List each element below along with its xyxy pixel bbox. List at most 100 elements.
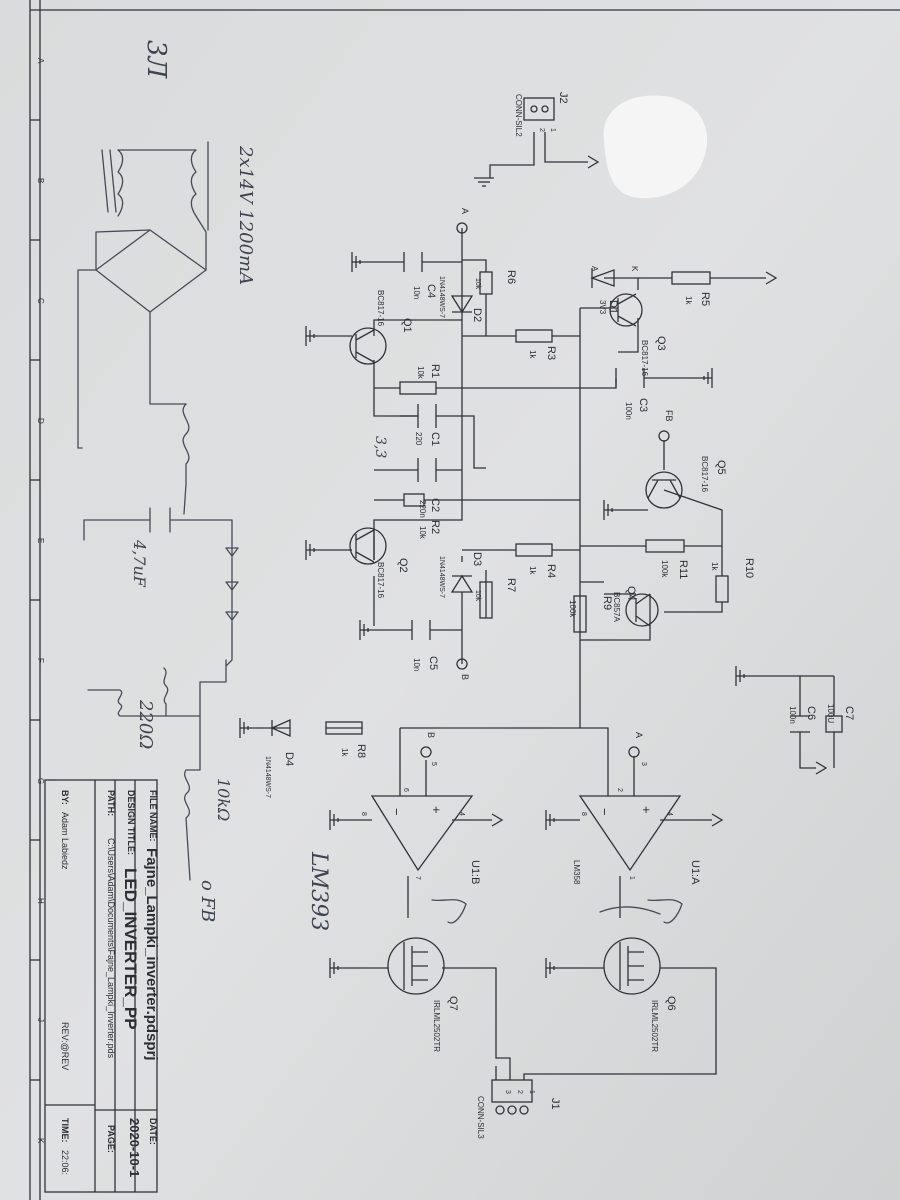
note-c1: 3,3 (372, 436, 388, 458)
svg-text:100k: 100k (660, 560, 669, 578)
resistor-r9: R9 100k (568, 595, 613, 633)
svg-text:R2: R2 (429, 520, 441, 534)
svg-text:R4: R4 (545, 564, 557, 578)
transistor-q1: Q1 BC817-16 (349, 290, 413, 365)
svg-text:R11: R11 (677, 560, 689, 579)
svg-text:7: 7 (414, 876, 421, 880)
zone-letter: A (36, 58, 45, 64)
capacitor-c4: C4 10n (403, 252, 437, 299)
svg-text:+: + (429, 806, 444, 814)
by-label: BY: (60, 790, 70, 805)
mosfet-q7: Q7 IRLML2502TR (387, 937, 459, 1052)
date-label: DATE: (148, 1118, 158, 1145)
file-name-label: FILE NAME: (148, 790, 158, 842)
resistor-r3: R3 1k (515, 329, 557, 360)
svg-text:J1: J1 (549, 1098, 561, 1110)
svg-text:6: 6 (402, 788, 409, 792)
resistor-r5: R5 1k (671, 271, 711, 306)
mosfet-q6: Q6 IRLML2502TR (603, 937, 677, 1052)
svg-text:D1: D1 (607, 300, 619, 314)
svg-text:A: A (590, 266, 599, 272)
svg-text:100k: 100k (568, 600, 577, 618)
transistor-q2: Q2 BC817-16 (349, 527, 409, 599)
svg-text:C1: C1 (429, 432, 441, 446)
zone-letter: B (36, 178, 45, 183)
svg-text:BC817-16: BC817-16 (640, 340, 649, 377)
svg-text:R3: R3 (545, 346, 557, 360)
svg-text:1k: 1k (340, 748, 349, 757)
svg-text:Q7: Q7 (447, 996, 459, 1011)
capacitor-c1: C1 220 (414, 404, 441, 482)
zone-letter: K (36, 1138, 45, 1144)
resistor-r11: R11 100k (645, 539, 689, 579)
svg-text:1k: 1k (528, 350, 537, 359)
note-10k: 10kΩ (214, 778, 233, 821)
resistor-r10: R10 1k (710, 558, 755, 603)
zone-letter: G (36, 778, 45, 784)
diode-d3: D3 1N4148WS-7 (438, 552, 483, 598)
svg-text:3: 3 (640, 762, 647, 766)
svg-text:A: A (460, 208, 470, 214)
svg-text:Q3: Q3 (655, 336, 667, 351)
author: Adam Labiedz (60, 812, 70, 870)
time-label: TIME: (60, 1118, 70, 1143)
svg-text:IRLML2502TR: IRLML2502TR (650, 1000, 659, 1052)
date-value: 2020-10-1 (127, 1118, 142, 1177)
capacitor-c6-c7: C7 100U C6 100n (788, 704, 855, 733)
svg-text:100n: 100n (788, 706, 797, 724)
zone-letter: C (36, 298, 45, 304)
svg-text:U1:B: U1:B (469, 860, 481, 884)
svg-text:3V3: 3V3 (598, 300, 607, 315)
design-title-label: DESIGN TITLE: (126, 790, 136, 855)
svg-text:220: 220 (414, 432, 423, 446)
svg-text:C2: C2 (429, 498, 441, 512)
svg-text:10k: 10k (416, 366, 425, 380)
svg-text:R10: R10 (743, 558, 755, 578)
time-value: 22:06: (60, 1150, 70, 1175)
net-fb: FB (658, 410, 674, 442)
svg-text:D2: D2 (471, 308, 483, 322)
opamp-u1b: − + B 6 5 7 8 4 U1:B (360, 732, 481, 884)
svg-text:C5: C5 (427, 656, 439, 670)
svg-text:C4: C4 (425, 284, 437, 298)
svg-text:C6: C6 (805, 706, 817, 720)
svg-text:BC817-16: BC817-16 (376, 290, 385, 327)
svg-text:10n: 10n (412, 286, 421, 299)
svg-text:8: 8 (580, 812, 587, 816)
svg-text:−: − (389, 808, 404, 816)
svg-text:+: + (639, 806, 654, 814)
transistor-q4: Q4 BC857A (612, 586, 659, 627)
svg-text:1: 1 (549, 128, 556, 132)
zone-letter: F (36, 658, 45, 663)
connector-j2: J2 CONN-SIL2 2 1 (514, 92, 569, 137)
svg-text:Q6: Q6 (665, 996, 677, 1011)
opamp-u1a: − + A 2 3 1 8 4 U1:A LM358 (572, 732, 701, 885)
svg-text:FB: FB (664, 410, 674, 422)
file-name: Fajne_Lampki_inverter.pdsprj (143, 848, 160, 1061)
svg-text:J2: J2 (557, 92, 569, 104)
revision: REV:@REV (60, 1022, 70, 1070)
svg-text:1N4148WS-7: 1N4148WS-7 (264, 756, 271, 798)
resistor-r6: R6 10k (474, 270, 517, 295)
diode-d4: D4 1N4148WS-7 (264, 718, 295, 798)
svg-text:A: A (634, 732, 644, 738)
note-lm393: LM393 (306, 851, 331, 931)
zone-letter: D (36, 418, 45, 424)
svg-text:1: 1 (628, 876, 635, 880)
design-title: LED_INVERTER_PP (121, 868, 140, 1030)
resistor-r4: R4 1k (515, 543, 557, 578)
svg-text:10n: 10n (412, 658, 421, 671)
svg-text:U1:A: U1:A (689, 860, 701, 885)
svg-text:8: 8 (360, 812, 367, 816)
svg-text:2: 2 (616, 788, 623, 792)
transistor-q5: Q5 BC817-16 (645, 456, 727, 509)
svg-text:CONN-SIL2: CONN-SIL2 (514, 94, 523, 137)
note-transformer: 2x14V 1200mA (235, 145, 256, 285)
title-block: FILE NAME: Fajne_Lampki_inverter.pdsprj … (44, 779, 160, 1193)
redaction-blot (603, 95, 708, 199)
svg-text:Q2: Q2 (397, 558, 409, 573)
svg-text:BC817-16: BC817-16 (376, 562, 385, 599)
